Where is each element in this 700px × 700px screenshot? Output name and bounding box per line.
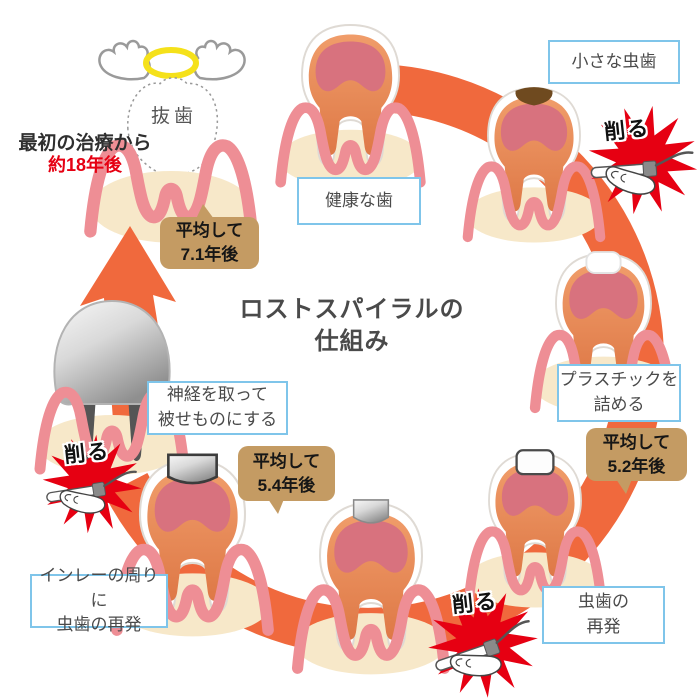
label-inlay-recurrence: インレーの周りに 虫歯の再発 [30, 566, 168, 634]
extracted-tooth-outline [127, 77, 218, 176]
tooth-drilled [533, 251, 674, 414]
tooth-crowned [38, 299, 186, 475]
duration-bubble-7-1: 平均して 7.1年後 [160, 204, 259, 269]
diagram-title: ロストスパイラルの 仕組み [239, 296, 465, 355]
tooth-inlay [296, 499, 447, 674]
angel-wing-left-icon [98, 39, 151, 81]
duration-bubble-5-4: 平均して 5.4年後 [238, 446, 335, 514]
tooth-healthy [279, 25, 423, 188]
label-cavity-recurrence: 虫歯の 再発 [542, 586, 665, 644]
label-fill-plastic: プラスチックを 詰める [557, 364, 681, 422]
halo-icon [143, 47, 199, 79]
tooth-small-cavity [466, 87, 602, 242]
drilled-notch [585, 251, 622, 274]
label-small-cavity: 小さな虫歯 [548, 40, 680, 84]
metal-inlay-large [167, 453, 218, 485]
drill-action-label: 削る [63, 439, 112, 468]
metal-crown [53, 299, 171, 406]
tooth-inlay-recurrence [115, 453, 270, 637]
metal-inlay [352, 499, 390, 524]
label-healthy-tooth: 健康な歯 [297, 177, 421, 225]
duration-bubble-5-2: 平均して 5.2年後 [586, 428, 687, 494]
drill-action-label: 削る [603, 116, 652, 145]
plastic-filling [515, 449, 555, 476]
angel-wing-right-icon [193, 39, 246, 81]
first-treatment-note: 最初の治療から [18, 133, 152, 154]
tooth-plastic-filled [467, 449, 603, 607]
extraction-label: 抜歯 [150, 106, 197, 127]
drill-action-label: 削る [451, 589, 500, 618]
label-crown-treatment: 神経を取って 被せものにする [147, 381, 288, 435]
cavity-spot [515, 87, 553, 106]
years-after-note: 約18年後 [47, 155, 123, 175]
